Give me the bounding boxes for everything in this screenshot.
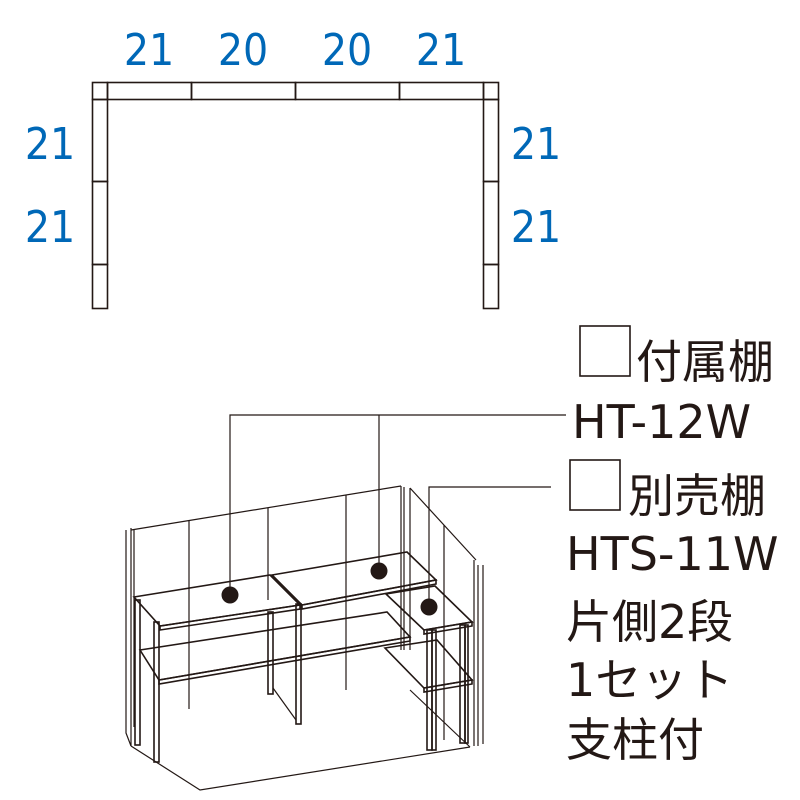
leader-line-included (229, 414, 566, 595)
pink-lower-shelf-edge (423, 679, 473, 693)
isometric-view (125, 414, 566, 791)
dim-left-1: 21 (25, 119, 75, 170)
plan-corner-right (482, 81, 500, 101)
back-wall-top (130, 485, 402, 531)
dim-top-3: 20 (322, 25, 372, 76)
dim-right-2: 21 (511, 202, 561, 253)
included-shelf-unit (132, 551, 438, 763)
legend-included-label: 付属棚 (636, 335, 774, 389)
blue-leg (134, 599, 141, 746)
optional-shelf-unit (383, 585, 474, 751)
plan-shelf-top-2 (190, 81, 297, 101)
left-corner-post (125, 530, 132, 747)
legend-optional-model: HTS-11W (566, 527, 779, 581)
plan-shelf-left-1 (91, 98, 109, 183)
dim-left-2: 21 (25, 202, 75, 253)
dim-top-4: 21 (416, 25, 466, 76)
plan-empty-left (91, 263, 109, 310)
blue-top-shelf-left-edge (159, 604, 301, 631)
pink-lower-shelf (383, 639, 474, 689)
plan-corner-left (91, 81, 109, 101)
blue-top-shelf-left (132, 574, 302, 627)
legend-swatch-optional (569, 459, 621, 511)
blue-leg (153, 621, 160, 763)
plan-shelf-top-3 (294, 81, 401, 101)
dim-right-1: 21 (511, 119, 561, 170)
blue-top-shelf-right (270, 551, 438, 606)
blue-leg (267, 611, 274, 695)
plan-empty-right (482, 263, 500, 310)
legend-optional-detail-1: 片側2段 (566, 595, 733, 649)
side-wall-bottom (409, 689, 471, 748)
blue-leg (295, 603, 302, 725)
pink-top-shelf-edge (423, 621, 473, 635)
dim-top-1: 21 (124, 25, 174, 76)
blue-top-shelf-right-edge (301, 579, 437, 610)
blue-frame (272, 687, 297, 721)
legend-optional-detail-2: 1セット (566, 653, 733, 707)
legend-optional-detail-3: 支柱付 (566, 713, 704, 767)
floor-outline (130, 745, 471, 791)
plan-shelf-right-2 (482, 180, 500, 266)
legend-included-model: HT-12W (572, 395, 751, 449)
plan-shelf-top-4 (398, 81, 485, 101)
blue-lower-shelf-edge (158, 636, 411, 685)
legend-optional-label: 別売棚 (628, 469, 766, 523)
legend-swatch-included (579, 325, 631, 377)
leader-line-optional (428, 486, 551, 607)
plan-shelf-top-1 (106, 81, 193, 101)
plan-shelf-left-2 (91, 180, 109, 266)
plan-shelf-right-1 (482, 98, 500, 183)
legend: 付属棚 HT-12W 別売棚 HTS-11W 片側2段 1セット 支柱付 (566, 325, 779, 767)
dim-top-2: 20 (218, 25, 268, 76)
plan-view: 21 20 20 21 21 21 21 21 (25, 25, 561, 310)
side-wall-top (409, 487, 477, 561)
